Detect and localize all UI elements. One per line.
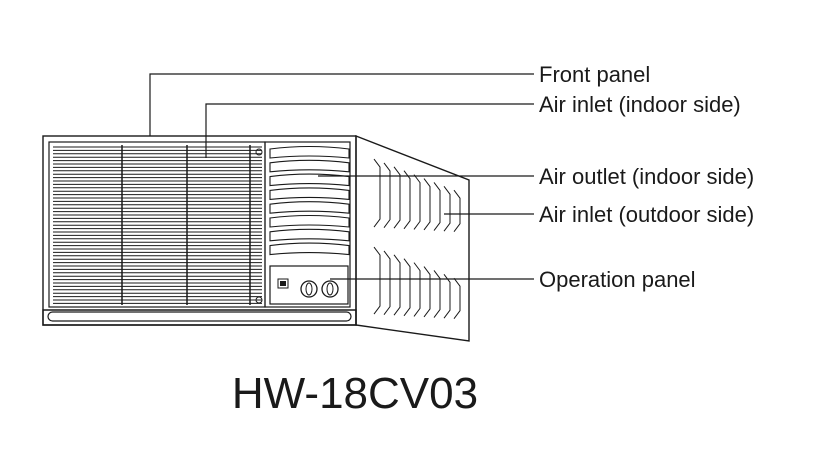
side-vents [373,158,461,320]
side-vent-slat [443,186,451,232]
outlet-louver [269,214,350,228]
label-operation-panel: Operation panel [539,267,696,292]
side-vent-slat [453,277,461,320]
front-grille [48,141,266,308]
outlet-louver [269,187,350,201]
side-vent-slat [393,166,401,229]
outlet-louver [269,173,350,187]
front-frame [42,135,357,326]
label-air-inlet-outdoor: Air inlet (outdoor side) [539,202,754,227]
side-vent-slat [413,262,421,317]
side-vent-slat [403,258,411,317]
bottom-rail [47,311,352,322]
side-vent-slat [433,270,441,318]
screw [255,296,263,304]
control-knob [300,280,318,298]
air-outlet-louvers [269,145,350,256]
air-conditioner-unit [42,134,470,342]
label-front-panel: Front panel [539,62,650,87]
control-knob [321,280,339,298]
side-vent-slat [383,250,391,315]
side-vent-slat [383,162,391,228]
outlet-louver [269,159,350,173]
callout-lines [149,73,534,280]
side-panel [355,134,470,342]
side-vent-slat [413,174,421,230]
outlet-louver [269,242,350,256]
side-vent-slat [443,274,451,319]
screw [255,148,263,156]
side-vent-slat [423,178,431,231]
side-vent-slat [433,182,441,231]
label-air-inlet-indoor: Air inlet (indoor side) [539,92,741,117]
model-number: HW-18CV03 [232,369,478,418]
side-vent-slat [373,158,381,228]
side-vent-slat [373,246,381,315]
air-inlet-indoor-leader [205,103,534,158]
outlet-louver [269,201,350,214]
outlet-louver [269,145,350,159]
side-vent-slat [393,254,401,316]
side-vent-slat [453,189,461,233]
label-air-outlet-indoor: Air outlet (indoor side) [539,164,754,189]
side-vent-slat [403,170,411,230]
right-front-area [264,141,351,308]
outlet-louver [269,228,350,242]
operation-panel-box [269,265,349,305]
front-panel-leader [149,73,534,136]
panel-switch [277,278,289,289]
side-vent-slat [423,266,431,318]
grille-slats [53,146,262,304]
